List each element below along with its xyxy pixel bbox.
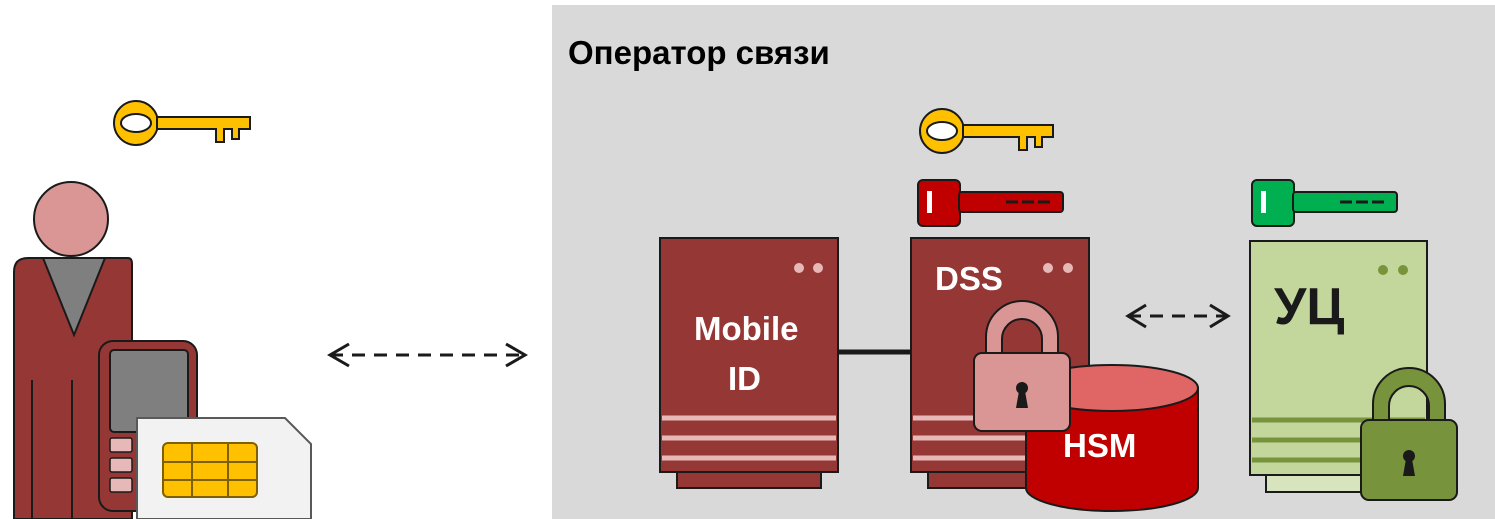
sim-card-icon xyxy=(136,417,312,519)
dss-gold-key-icon xyxy=(919,108,1054,154)
dss-red-key-icon xyxy=(917,179,1064,227)
user-operator-connection-arrow xyxy=(327,342,528,368)
padlock-icon xyxy=(973,300,1071,432)
padlock-icon xyxy=(1360,367,1458,501)
dss-label: DSS xyxy=(935,260,1003,297)
mobile-id-label-line1: Mobile xyxy=(694,310,799,347)
ca-label: УЦ xyxy=(1274,278,1344,336)
ca-green-key-icon xyxy=(1251,179,1398,227)
mobile-id-server: Mobile ID xyxy=(659,237,839,489)
user-key-icon xyxy=(113,100,251,146)
dss-ca-connection-arrow xyxy=(1125,303,1231,329)
hsm-label: HSM xyxy=(1063,427,1136,464)
operator-title: Оператор связи xyxy=(568,34,830,71)
mobile-id-label-line2: ID xyxy=(728,360,761,397)
